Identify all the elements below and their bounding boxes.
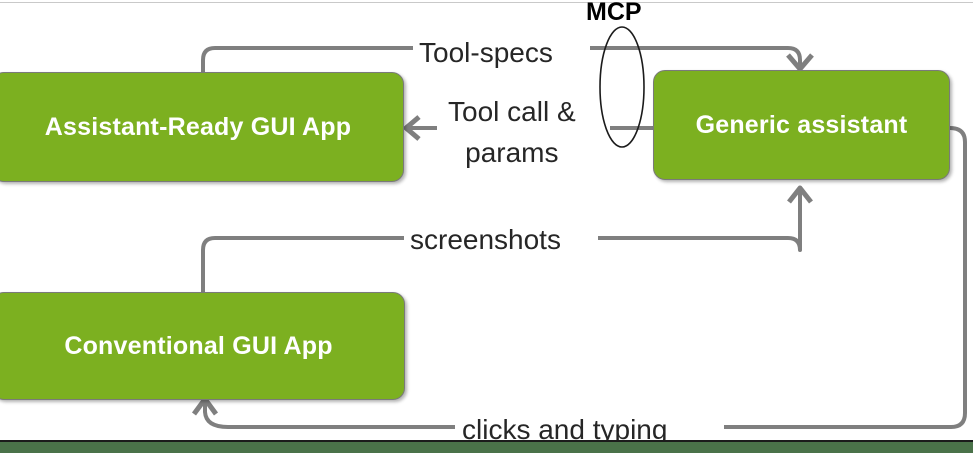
edge-label-tool-call-and-params: Tool call & params <box>448 92 576 173</box>
mcp-ellipse <box>599 26 645 148</box>
wire-screenshots-left-segment <box>201 236 404 292</box>
edge-label-tool-specs: Tool-specs <box>419 37 553 68</box>
wire-screenshots-right-segment <box>598 190 802 252</box>
node-conventional-gui-app[interactable]: Conventional GUI App <box>0 292 405 400</box>
mcp-protocol-label: MCP <box>586 0 642 26</box>
edge-label-screenshots: screenshots <box>410 224 561 255</box>
wire-clicks-bottom-segment <box>203 400 455 429</box>
top-divider-rule <box>0 2 973 3</box>
node-generic-assistant-label: Generic assistant <box>695 110 908 139</box>
node-assistant-ready-label: Assistant-Ready GUI App <box>44 112 352 141</box>
node-generic-assistant[interactable]: Generic assistant <box>653 70 950 180</box>
bottom-accent-bar <box>0 442 973 453</box>
wire-tool-specs-right-segment <box>590 46 802 68</box>
bottom-divider-rule <box>0 440 973 442</box>
edge-label-tool-call-line1: Tool call & <box>448 96 576 127</box>
arrowhead-screenshots <box>787 185 813 204</box>
arrowhead-tool-call-params <box>403 115 421 141</box>
wire-clicks-right-loop <box>724 126 967 429</box>
wire-tool-specs-left-segment <box>201 46 413 74</box>
arrowhead-tool-specs <box>786 53 814 72</box>
node-assistant-ready-gui-app[interactable]: Assistant-Ready GUI App <box>0 72 404 182</box>
edge-label-clicks-and-typing: clicks and typing <box>462 414 668 445</box>
edge-label-tool-call-line2: params <box>465 136 559 168</box>
node-conventional-label: Conventional GUI App <box>64 331 333 360</box>
